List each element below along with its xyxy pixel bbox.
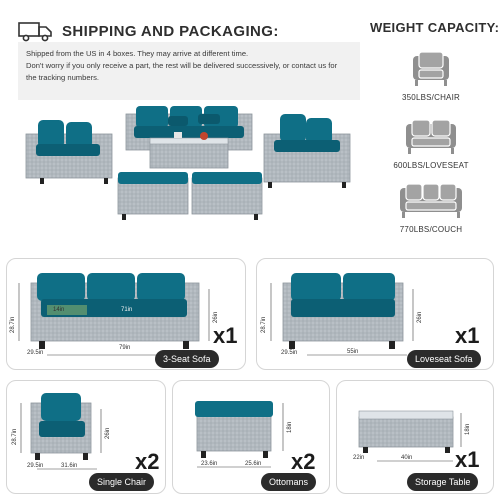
dim-height: 18in xyxy=(465,423,471,435)
dim-width: 25.6in xyxy=(245,461,262,467)
product-card-storage-table: 22in 40in 18in x1 Storage Table xyxy=(336,380,494,494)
weight-label-loveseat: 600LBS/LOVESEAT xyxy=(393,161,469,170)
product-name-tag: 3-Seat Sofa xyxy=(155,350,219,368)
product-name-tag: Ottomans xyxy=(261,473,317,491)
quantity-label: x2 xyxy=(135,449,160,474)
loveseat-icon xyxy=(406,119,456,154)
weight-capacity-panel: WEIGHT CAPACITY: 350LBS/CHAIR 600LBS/LOV… xyxy=(362,14,500,250)
weight-label-chair: 350LBS/CHAIR xyxy=(402,93,460,102)
table-image xyxy=(358,410,462,462)
furniture-set-image xyxy=(25,106,351,220)
dim-seat-height: 26in xyxy=(417,311,423,323)
dim-depth: 22in xyxy=(353,455,365,461)
shipping-line: the tracking numbers. xyxy=(26,73,100,82)
weight-item-loveseat: 600LBS/LOVESEAT xyxy=(362,118,500,170)
dim-seat-inner: 14in xyxy=(53,307,65,313)
weight-item-chair: 350LBS/CHAIR xyxy=(362,50,500,102)
couch-icon xyxy=(400,183,462,218)
product-card-ottomans: 23.6in 25.6in 18in x2 Ottomans xyxy=(172,380,330,494)
quantity-label: x1 xyxy=(455,447,480,472)
dim-seat-width: 71in xyxy=(121,307,133,313)
dim-depth: 23.6in xyxy=(201,461,218,467)
quantity-label: x1 xyxy=(213,323,238,348)
shipping-panel: SHIPPING AND PACKAGING: Shipped from the… xyxy=(0,0,362,250)
truck-icon xyxy=(18,22,52,42)
product-card-3-seat-sofa: 28.7in 29.5in 79in 14in 71in 26in x1 3-S… xyxy=(6,258,246,370)
dim-seat-height: 26in xyxy=(105,427,111,439)
shipping-title: SHIPPING AND PACKAGING: xyxy=(62,22,279,40)
weight-item-couch: 770LBS/COUCH xyxy=(362,182,500,234)
product-card-loveseat-sofa: 28.7in 29.5in 55in 26in x1 Loveseat Sofa xyxy=(256,258,494,370)
chair-icon xyxy=(413,51,449,86)
dim-depth: 29.5in xyxy=(27,463,44,469)
product-name-tag: Loveseat Sofa xyxy=(407,350,481,368)
sofa-image xyxy=(18,273,210,356)
dim-height: 28.7in xyxy=(10,316,16,333)
loveseat-image xyxy=(270,273,414,356)
dim-seat-height: 26in xyxy=(213,311,219,323)
dim-width: 79in xyxy=(119,345,131,351)
chair-image xyxy=(20,393,102,470)
shipping-header: SHIPPING AND PACKAGING: xyxy=(18,14,279,48)
quantity-label: x1 xyxy=(455,323,480,348)
weight-title: WEIGHT CAPACITY: xyxy=(370,20,500,35)
shipping-line: Don't worry if you only receive a part, … xyxy=(26,61,338,70)
dim-width: 31.6in xyxy=(61,463,78,469)
dim-depth: 29.5in xyxy=(281,350,298,356)
dim-height: 18in xyxy=(287,421,293,433)
product-name-tag: Single Chair xyxy=(89,473,155,491)
dim-height: 28.7in xyxy=(261,316,267,333)
dim-width: 55in xyxy=(347,349,359,355)
product-name-tag: Storage Table xyxy=(407,473,479,491)
product-card-single-chair: 28.7in 29.5in 31.6in 26in x2 Single Chai… xyxy=(6,380,166,494)
shipping-line: Shipped from the US in 4 boxes. They may… xyxy=(26,49,249,58)
quantity-label: x2 xyxy=(291,449,316,474)
shipping-info-box: Shipped from the US in 4 boxes. They may… xyxy=(18,42,360,100)
dim-width: 40in xyxy=(401,455,413,461)
dim-height: 28.7in xyxy=(12,428,18,445)
ottoman-image xyxy=(195,401,284,468)
weight-label-couch: 770LBS/COUCH xyxy=(399,225,463,234)
dim-depth: 29.5in xyxy=(27,350,44,356)
